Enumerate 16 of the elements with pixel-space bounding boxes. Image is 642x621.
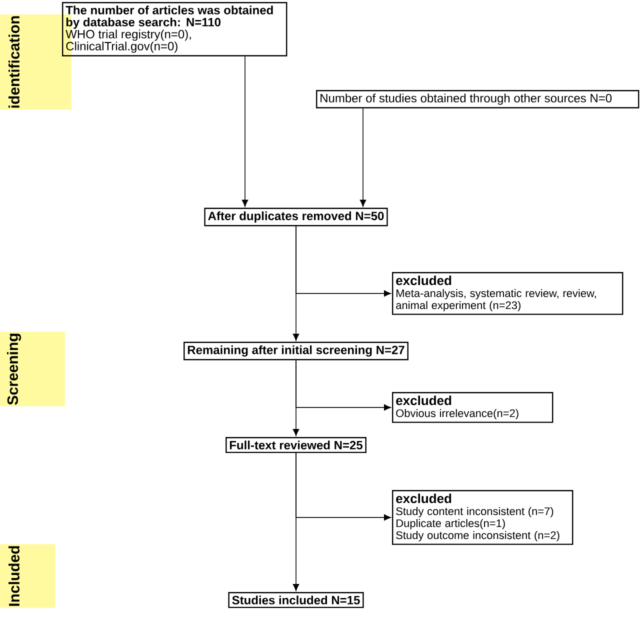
- source-box: Number of studies obtained through other sources N=0: [316, 90, 640, 108]
- stage-label: Included: [0, 544, 56, 608]
- exclusion-box: excluded Meta-analysis, systematic review, review, animal experiment (n=23): [392, 272, 624, 315]
- arrow: [292, 360, 300, 436]
- process-box: Full-text reviewed N=25: [226, 437, 366, 454]
- arrow: [292, 226, 300, 341]
- source-box: The number of articles was obtained by database search: N=110 WHO trial registry(n=0), ClinicalTrial.gov(n=0): [62, 2, 288, 56]
- arrow: [242, 56, 248, 207]
- process-box: Remaining after initial screening N=27: [184, 342, 408, 360]
- stage-label: Screening: [0, 332, 65, 406]
- process-box: Studies included N=15: [228, 592, 364, 608]
- exclusion-box: excluded Obvious irrelevance(n=2): [392, 392, 554, 423]
- arrow: [292, 452, 300, 591]
- process-box: After duplicates removed N=50: [204, 208, 388, 226]
- arrow: [360, 108, 366, 207]
- exclusion-box: excluded Study content inconsistent (n=7) Duplicate articles(n=1) Study outcome inconsistent (n=2): [392, 490, 574, 545]
